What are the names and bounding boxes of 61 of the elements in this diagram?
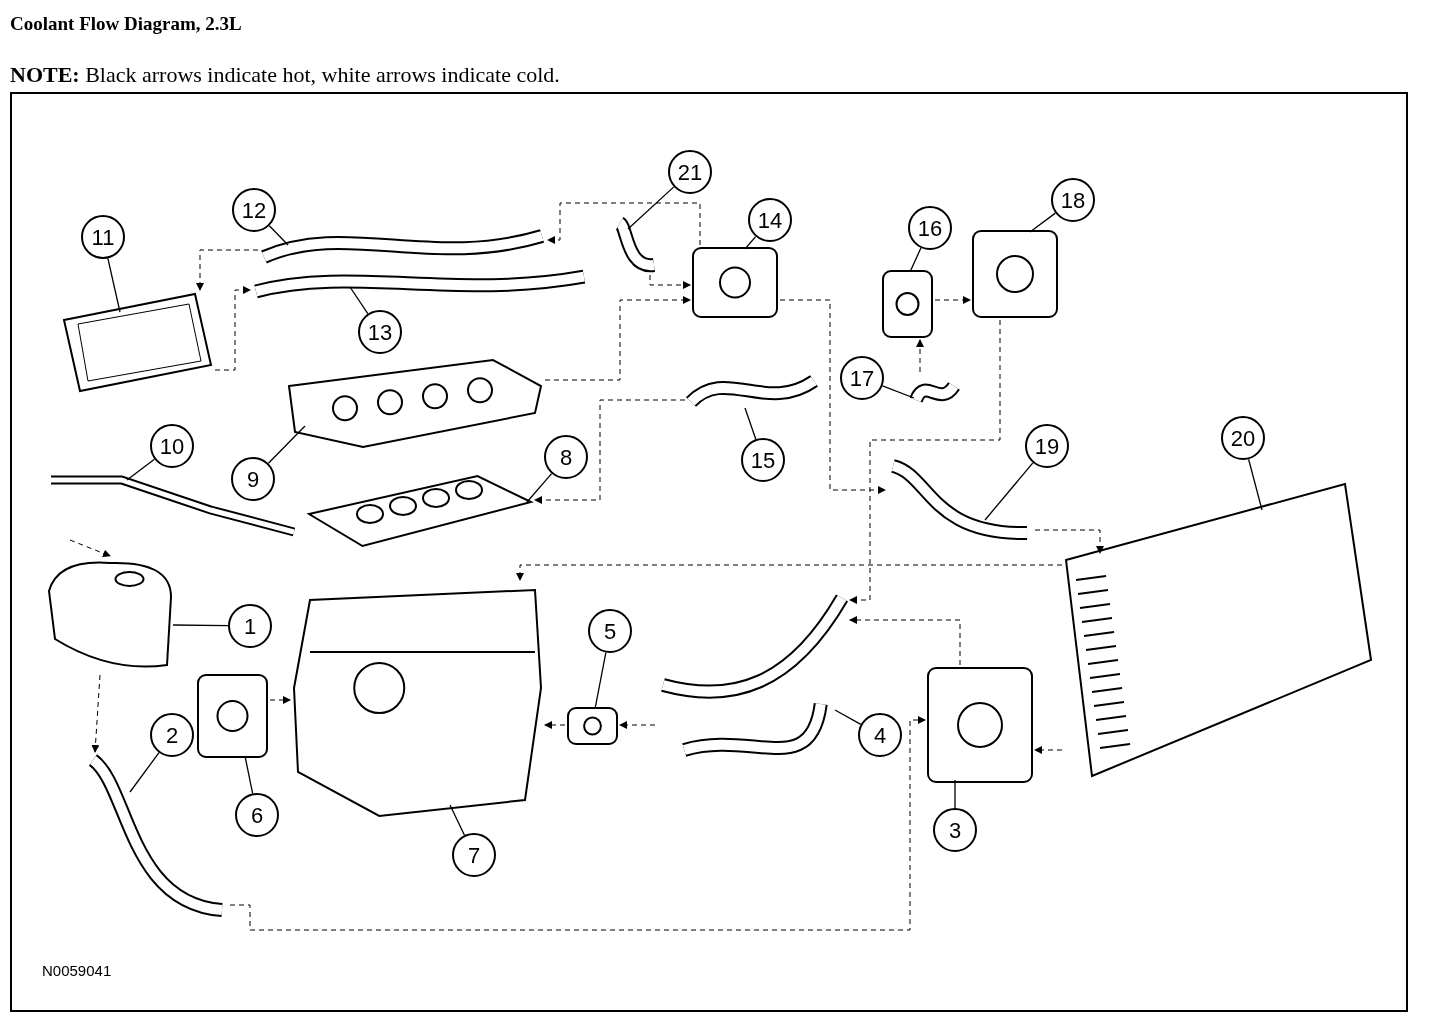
callout-number: 14	[748, 198, 792, 242]
leader-line	[126, 458, 156, 481]
leader-line	[1247, 458, 1263, 511]
leader-line	[172, 624, 229, 627]
callout-number: 7	[452, 833, 496, 877]
flow-arrow	[619, 721, 656, 729]
callout-number: 15	[741, 438, 785, 482]
flow-arrow	[547, 202, 701, 246]
flow-arrow	[214, 286, 251, 371]
note-text: NOTE: Black arrows indicate hot, white arrows indicate cold.	[10, 61, 560, 89]
callout-number: 11	[81, 215, 125, 259]
leader-line	[268, 225, 289, 246]
callout-number: 1	[228, 604, 272, 648]
callout-number: 16	[908, 206, 952, 250]
callout-number: 9	[231, 457, 275, 501]
leader-line	[954, 779, 956, 809]
flow-arrow	[516, 564, 1063, 581]
flow-arrow	[544, 296, 691, 381]
flow-arrow	[269, 696, 291, 704]
flow-arrow	[649, 274, 691, 289]
callout-number: 5	[588, 609, 632, 653]
callout-number: 19	[1025, 424, 1069, 468]
leader-line	[1029, 212, 1056, 233]
leader-line	[107, 257, 121, 313]
callout-number: 6	[235, 793, 279, 837]
callout-number: 4	[858, 713, 902, 757]
flow-arrow	[934, 296, 971, 304]
leader-line	[449, 804, 466, 836]
figure-code: N0059041	[42, 961, 112, 981]
flow-arrow	[1034, 529, 1104, 554]
callout-number: 21	[668, 150, 712, 194]
flow-arrow	[779, 299, 886, 494]
callout-number: 10	[150, 424, 194, 468]
leader-line	[129, 752, 160, 793]
flow-arrow	[544, 721, 566, 729]
flow-arrow	[916, 339, 924, 373]
callout-number: 2	[150, 713, 194, 757]
leader-line	[526, 473, 553, 503]
leader-line	[744, 407, 757, 440]
diagram-title: Coolant Flow Diagram, 2.3L	[10, 12, 242, 36]
leader-line	[984, 462, 1034, 521]
leader-line	[244, 755, 254, 795]
flow-arrow	[1034, 746, 1063, 754]
callout-number: 18	[1051, 178, 1095, 222]
callout-number: 12	[232, 188, 276, 232]
flow-arrow	[229, 716, 926, 931]
leader-line	[627, 186, 675, 230]
callout-number: 20	[1221, 416, 1265, 460]
flow-arrow	[196, 249, 259, 291]
leader-line	[267, 425, 306, 464]
callout-number: 8	[544, 435, 588, 479]
flow-arrow	[69, 539, 111, 558]
leader-line	[744, 236, 757, 250]
flow-arrow	[849, 319, 1001, 604]
callout-number: 3	[933, 808, 977, 852]
leader-line	[594, 651, 607, 710]
callout-number: 17	[840, 356, 884, 400]
flow-arrow	[849, 616, 961, 666]
callout-number: 13	[358, 310, 402, 354]
flow-arrow	[91, 674, 101, 753]
flow-arrow	[534, 399, 686, 504]
